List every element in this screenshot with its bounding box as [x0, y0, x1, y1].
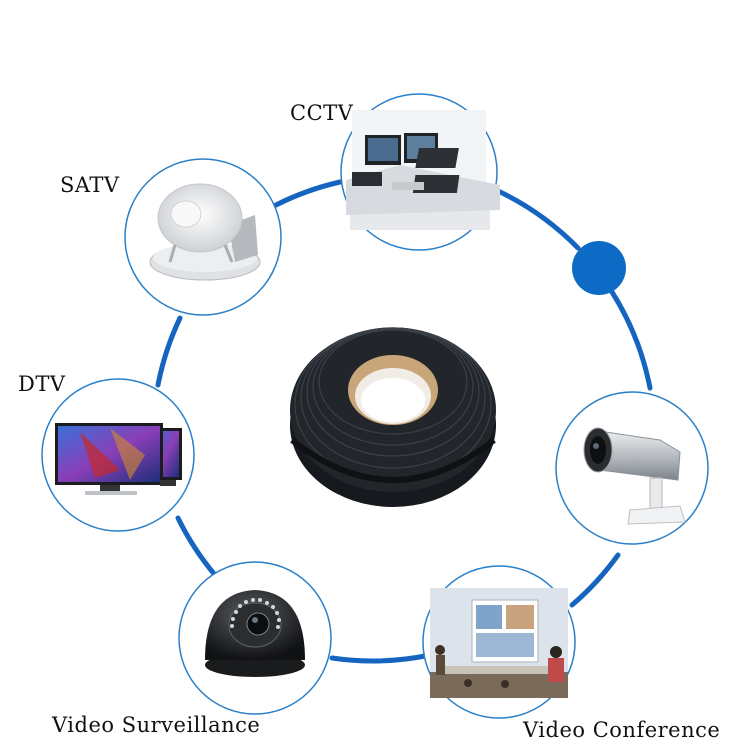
- video-conference-circle: [422, 565, 576, 719]
- bullet-camera-icon: [583, 427, 686, 525]
- satv-circle: [124, 158, 282, 316]
- dtv-label: DTV: [18, 372, 66, 396]
- dtv-circle: [41, 378, 195, 532]
- video-surveillance-label: Video Surveillance: [52, 713, 261, 737]
- video-conference-label: Video Conference: [523, 718, 721, 742]
- satv-label: SATV: [60, 173, 120, 197]
- cctv-label: CCTV: [290, 101, 354, 125]
- bullet-camera-circle: [555, 391, 709, 545]
- ring-connectors: [155, 179, 653, 664]
- conference-room-icon: [430, 588, 568, 698]
- tv-monitors-icon: [55, 423, 182, 495]
- accent-dot: [572, 241, 626, 295]
- cctv-control-room-icon: [346, 110, 500, 230]
- dome-camera-icon: [205, 590, 305, 677]
- dome-camera-circle: [178, 561, 332, 715]
- satellite-dish-icon: [149, 183, 261, 281]
- cctv-circle: [340, 93, 500, 251]
- coax-cable-coil-icon: [290, 327, 496, 507]
